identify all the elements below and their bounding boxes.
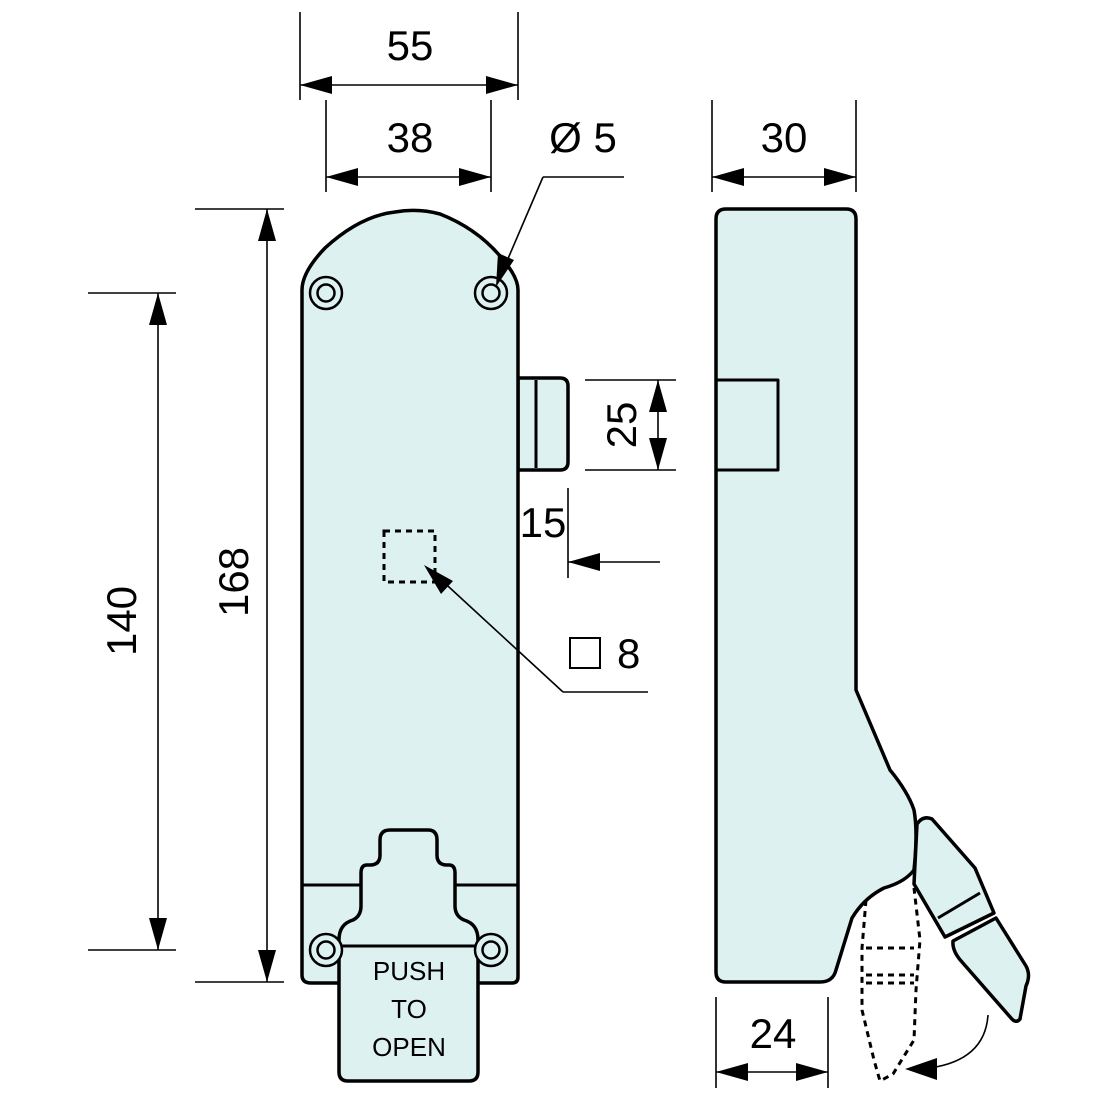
dim-overall-width: 55 <box>387 22 434 69</box>
dim-body-depth: 30 <box>761 114 808 161</box>
side-handle-upper <box>912 816 996 939</box>
dim-hole-vertical-spacing: 140 <box>98 586 145 656</box>
dim-hole-spacing: 38 <box>387 114 434 161</box>
side-view <box>714 207 1031 1084</box>
front-view: PUSH TO OPEN <box>300 208 570 1083</box>
latch-bolt <box>516 376 570 472</box>
dim-lower-depth: 24 <box>750 1010 797 1057</box>
mounting-hole-bottom-right <box>473 932 509 968</box>
handle-pushed-position <box>860 887 922 1084</box>
square-symbol <box>569 637 601 669</box>
dim-square-spindle: 8 <box>617 630 640 677</box>
side-body <box>714 207 918 984</box>
dim-latch-height: 25 <box>598 402 645 449</box>
push-pad-text-line-2: TO <box>391 994 427 1024</box>
mounting-hole-top-left <box>308 275 344 311</box>
side-handle-lower <box>951 916 1031 1023</box>
mounting-hole-top-right <box>473 275 509 311</box>
push-pad-text-line-1: PUSH <box>373 956 445 986</box>
push-pad-text-line-3: OPEN <box>372 1032 446 1062</box>
front-body-plate <box>300 208 520 985</box>
dimension-lines <box>88 12 857 1088</box>
dimension-labels: 55 38 Ø 5 168 140 25 15 8 30 24 <box>98 22 807 1057</box>
push-pad <box>337 828 480 1083</box>
mounting-hole-bottom-left <box>308 932 344 968</box>
square-spindle-hidden <box>382 529 437 584</box>
dim-overall-height: 168 <box>210 547 257 617</box>
dim-latch-projection: 15 <box>520 499 567 546</box>
dim-hole-diameter: Ø 5 <box>549 114 617 161</box>
